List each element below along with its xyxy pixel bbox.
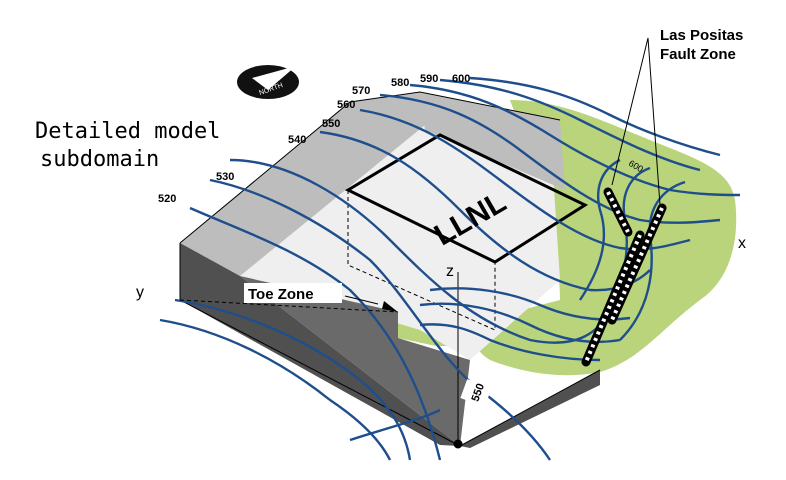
subdomain-top [344,133,589,264]
box-top-edge [179,91,561,244]
contour-labels: 520 530 540 550 560 570 580 590 600 600 … [158,73,645,407]
fault-ribbon-2-dots [584,234,642,363]
contour-line [209,178,551,461]
subdomain-dashed [347,190,496,331]
contour-label: 550 [322,118,340,130]
contour-line [229,158,612,344]
fault-zone [581,37,667,367]
contour-line [419,323,601,362]
toe-zone-arrow [344,295,379,305]
box-inner-dark [240,276,470,446]
axis-label-x: x [738,235,746,252]
contour-line [409,83,741,197]
contour-label: 530 [216,171,234,183]
north-arrow: NORTH [237,65,299,99]
contour-line [379,93,721,224]
contour-line [174,298,412,461]
contour-label-550-bg [460,379,492,407]
contour-label: 520 [158,193,176,205]
fault-label-line-2: Fault Zone [660,46,736,63]
contour-line [439,78,701,172]
fault-ribbon-1-dots [606,191,630,233]
box-right-wall-gray [420,92,565,190]
toe-zone-dashed [179,299,399,313]
toe-zone-label-bg [244,283,342,303]
box-front-edge [179,243,601,447]
toe-zone-arrowhead [382,301,398,312]
title-line-2: subdomain [40,147,159,172]
contour-label: 560 [337,99,355,111]
axis-label-z: z [446,263,454,280]
origin-dot [453,439,463,449]
contour-label: 590 [420,73,438,85]
axis-label-y: y [136,284,144,301]
contour-label: 570 [352,85,370,97]
contour-line [349,408,441,442]
toe-zone-label: Toe Zone [248,286,314,303]
contour-line [189,206,442,461]
contour-line [159,318,392,461]
contour-label: 540 [288,134,306,146]
title-line-1: Detailed model [35,119,220,144]
fault-leader-lines [611,37,661,206]
contour-line [469,76,721,157]
contour-label: 600 [452,73,470,85]
north-arrow-pointer [252,66,296,90]
contour-label: 580 [391,77,409,89]
fault-ribbon-3 [607,203,667,325]
contour-line [579,158,621,301]
contour-label-550-front: 550 [470,382,488,403]
contour-line [359,108,691,251]
fault-label-line-1: Las Positas [660,27,743,44]
